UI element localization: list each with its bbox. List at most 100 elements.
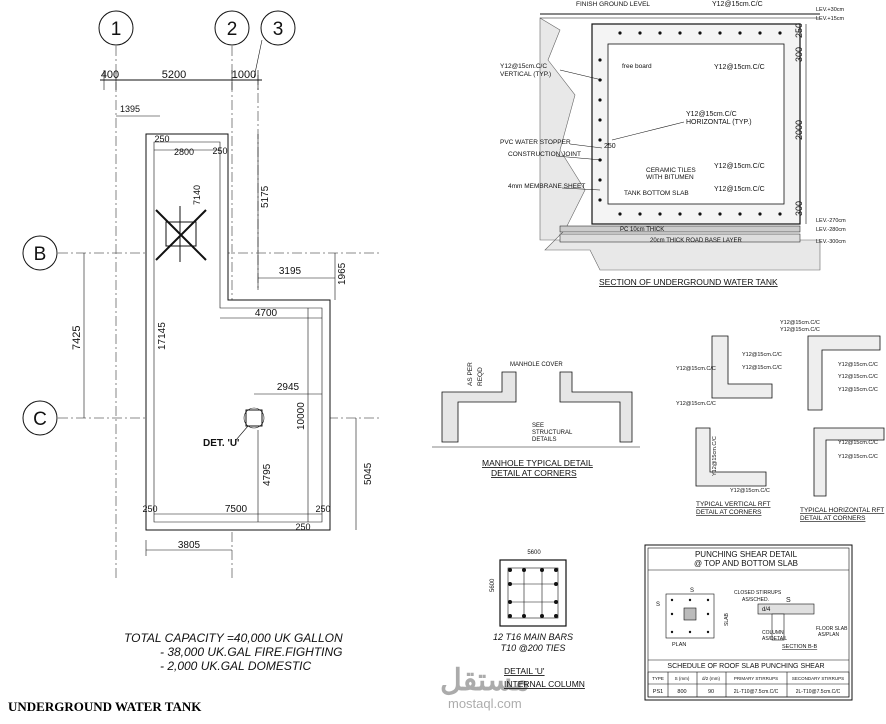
svg-text:S: S — [690, 588, 694, 594]
grid-label-b: B — [34, 244, 47, 265]
svg-text:COLUMN: COLUMN — [762, 630, 784, 636]
svg-text:FLOOR SLAB: FLOOR SLAB — [816, 626, 848, 632]
svg-text:Y12@15cm.C/C: Y12@15cm.C/C — [742, 365, 782, 371]
svg-text:Y12@15cm.C/C: Y12@15cm.C/C — [500, 63, 547, 70]
internal-column — [245, 409, 263, 427]
svg-text:DETAILS: DETAILS — [532, 437, 557, 443]
grid-label-3: 3 — [273, 19, 284, 40]
svg-text:PRIMARY STIRRUPS: PRIMARY STIRRUPS — [734, 676, 778, 681]
svg-text:LEV.-280cm: LEV.-280cm — [816, 227, 846, 233]
svg-text:SCHEDULE OF ROOF SLAB PUNCHING: SCHEDULE OF ROOF SLAB PUNCHING SHEAR — [667, 663, 824, 670]
svg-text:250: 250 — [212, 146, 227, 156]
svg-text:AS PER: AS PER — [467, 362, 474, 386]
svg-text:Y12@15cm.C/C: Y12@15cm.C/C — [676, 401, 716, 407]
svg-text:WITH BITUMEN: WITH BITUMEN — [646, 174, 694, 181]
svg-text:250: 250 — [295, 522, 310, 532]
capacity-domestic: - 2,000 UK.GAL DOMESTIC — [160, 659, 311, 673]
svg-text:LEV.+15cm: LEV.+15cm — [816, 16, 844, 22]
svg-text:REQD: REQD — [477, 367, 484, 386]
svg-text:SEE: SEE — [532, 423, 544, 429]
svg-text:250: 250 — [794, 23, 804, 38]
svg-text:Y12@15cm.C/C: Y12@15cm.C/C — [838, 387, 878, 393]
svg-text:@ TOP AND BOTTOM SLAB: @ TOP AND BOTTOM SLAB — [694, 559, 798, 568]
detail-u-title: DETAIL 'U' — [504, 666, 545, 676]
grid-label-c: C — [33, 409, 47, 430]
svg-text:Y12@15cm.C/C: Y12@15cm.C/C — [780, 320, 820, 326]
svg-text:Y12@15cm.C/C: Y12@15cm.C/C — [838, 362, 878, 368]
manhole-subtitle: DETAIL AT CORNERS — [491, 468, 577, 478]
svg-text:LEV.-300cm: LEV.-300cm — [816, 239, 846, 245]
svg-text:5175: 5175 — [260, 185, 271, 208]
svg-text:4mm MEMBRANE SHEET: 4mm MEMBRANE SHEET — [508, 183, 585, 190]
svg-text:SECONDARY STIRRUPS: SECONDARY STIRRUPS — [792, 676, 844, 681]
svg-text:CONSTRUCTION JOINT: CONSTRUCTION JOINT — [508, 151, 581, 158]
capacity-total: TOTAL CAPACITY =40,000 UK GALLON — [124, 631, 343, 645]
svg-text:10000: 10000 — [296, 402, 307, 430]
svg-text:d/4: d/4 — [762, 607, 771, 613]
svg-text:3195: 3195 — [279, 266, 302, 277]
svg-text:300: 300 — [794, 201, 804, 216]
svg-text:17145: 17145 — [157, 322, 168, 350]
detail-u-subtitle: INTERNAL COLUMN — [504, 679, 585, 689]
grid-bubble-c — [22, 400, 58, 436]
manhole-title: MANHOLE TYPICAL DETAIL — [482, 458, 593, 468]
svg-text:5600: 5600 — [527, 550, 541, 556]
svg-text:T10 @200 TIES: T10 @200 TIES — [501, 643, 566, 653]
svg-text:LEV.-270cm: LEV.-270cm — [816, 218, 846, 224]
svg-text:mostaql.com: mostaql.com — [448, 696, 522, 711]
tank-outer-wall — [145, 133, 331, 531]
svg-text:Y12@15cm.C/C: Y12@15cm.C/C — [686, 111, 737, 118]
svg-text:S: S — [786, 597, 791, 604]
svg-text:1000: 1000 — [232, 69, 256, 81]
svg-text:1395: 1395 — [120, 104, 140, 114]
svg-text:DET. 'U': DET. 'U' — [203, 438, 239, 449]
column-detail-u: 5600 5600 12 T16 MAIN BARS T10 @200 TIES… — [490, 550, 585, 689]
svg-text:AS/DETAIL: AS/DETAIL — [762, 636, 787, 642]
svg-text:S: S — [656, 602, 660, 608]
horizontal-rft-subtitle: DETAIL AT CORNERS — [800, 515, 866, 522]
svg-text:TANK BOTTOM SLAB: TANK BOTTOM SLAB — [624, 190, 689, 197]
svg-text:MANHOLE COVER: MANHOLE COVER — [510, 362, 563, 368]
svg-text:3805: 3805 — [178, 540, 201, 551]
tank-inner-wall — [153, 141, 323, 523]
svg-text:2800: 2800 — [174, 147, 194, 157]
tank-plan: 1 2 3 B C 400 5200 1000 1395 DET. ' — [22, 10, 380, 673]
rebar-dots — [598, 31, 782, 216]
sheet-title: UNDERGROUND WATER TANK — [8, 699, 202, 714]
manhole-detail: AS PER REQD MANHOLE COVER SEE STRUCTURAL… — [432, 362, 640, 478]
capacity-fire: - 38,000 UK.GAL FIRE.FIGHTING — [160, 645, 343, 659]
svg-text:12 T16 MAIN BARS: 12 T16 MAIN BARS — [493, 632, 573, 642]
svg-text:HORIZONTAL (TYP.): HORIZONTAL (TYP.) — [686, 119, 752, 126]
svg-text:Y12@15cm.C/C: Y12@15cm.C/C — [712, 436, 718, 476]
svg-text:Y12@15cm.C/C: Y12@15cm.C/C — [838, 454, 878, 460]
svg-text:Y12@15cm.C/C: Y12@15cm.C/C — [714, 64, 765, 71]
svg-text:CERAMIC TILES: CERAMIC TILES — [646, 167, 696, 174]
grid-bubble-2 — [214, 10, 250, 46]
svg-text:2945: 2945 — [277, 382, 300, 393]
svg-text:Y12@15cm.C/C: Y12@15cm.C/C — [838, 440, 878, 446]
svg-text:20cm THICK ROAD BASE LAYER: 20cm THICK ROAD BASE LAYER — [650, 238, 742, 244]
svg-text:PC 10cm THICK: PC 10cm THICK — [620, 227, 664, 233]
section-title: SECTION OF UNDERGROUND WATER TANK — [599, 277, 778, 287]
svg-text:free board: free board — [622, 63, 652, 70]
svg-text:FINISH GROUND LEVEL: FINISH GROUND LEVEL — [576, 1, 650, 8]
svg-text:AS/SCHED.: AS/SCHED. — [742, 597, 769, 603]
svg-text:VERTICAL (TYP.): VERTICAL (TYP.) — [500, 71, 551, 78]
vertical-rft-subtitle: DETAIL AT CORNERS — [696, 509, 762, 516]
svg-text:2000: 2000 — [794, 120, 804, 140]
svg-text:800: 800 — [677, 689, 686, 695]
svg-text:7140: 7140 — [192, 185, 202, 205]
svg-text:Y12@15cm.C/C: Y12@15cm.C/C — [676, 366, 716, 372]
grid-bubble-3 — [260, 10, 296, 46]
svg-text:Y12@15cm.C/C: Y12@15cm.C/C — [714, 186, 765, 193]
grid-label-1: 1 — [111, 19, 122, 40]
svg-text:مستقل: مستقل — [440, 664, 530, 697]
corner-details: Y12@15cm.C/C Y12@15cm.C/C Y12@15cm.C/C Y… — [676, 320, 885, 522]
svg-text:250: 250 — [142, 504, 157, 514]
svg-text:2L-T10@7.5cm.C/C: 2L-T10@7.5cm.C/C — [734, 689, 779, 695]
svg-text:CLOSED STIRRUPS: CLOSED STIRRUPS — [734, 590, 782, 596]
svg-text:Y12@15cm.C/C: Y12@15cm.C/C — [838, 374, 878, 380]
svg-text:5045: 5045 — [363, 462, 374, 485]
svg-text:7425: 7425 — [71, 326, 83, 350]
svg-text:SLAB: SLAB — [724, 613, 730, 626]
